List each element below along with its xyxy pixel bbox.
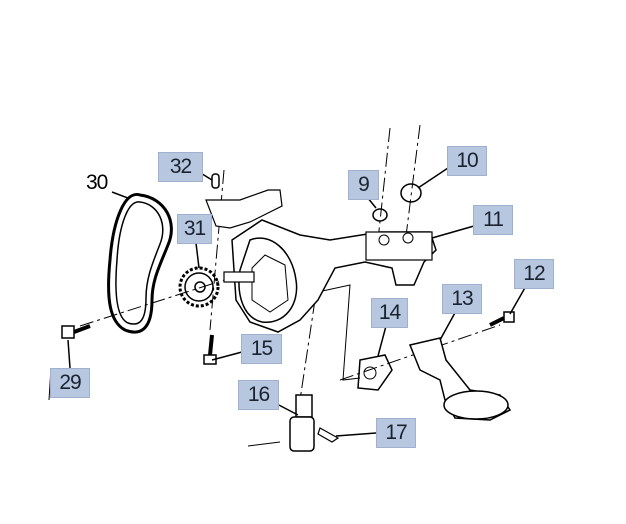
callout-13: 13 [442,284,482,314]
callout-11: 11 [473,205,513,235]
callout-29: 29 [50,368,90,398]
callout-31: 31 [177,214,212,244]
gasket-14 [357,354,393,391]
drive-belt-30 [107,193,173,334]
seal-10 [400,183,422,203]
dowel-pin-32 [211,173,220,189]
callout-10: 10 [447,146,487,176]
valve-16 [289,394,315,452]
callout-32: 32 [158,152,203,182]
label-30: 30 [86,171,108,194]
callout-16: 16 [238,380,279,410]
seal-9 [372,208,388,222]
leader-lines [67,167,527,437]
callout-14: 14 [371,298,408,328]
callout-17: 17 [376,418,416,448]
callout-15: 15 [241,334,282,364]
bolt-29 [61,324,91,339]
callout-9: 9 [348,170,379,200]
clip-17 [317,427,340,443]
callout-12: 12 [514,259,554,289]
pickup-tube-13 [408,337,512,421]
oil-pump-body [205,189,437,333]
bolt-12 [489,311,515,327]
sprocket-31 [178,266,220,308]
edge-mark [247,441,281,447]
